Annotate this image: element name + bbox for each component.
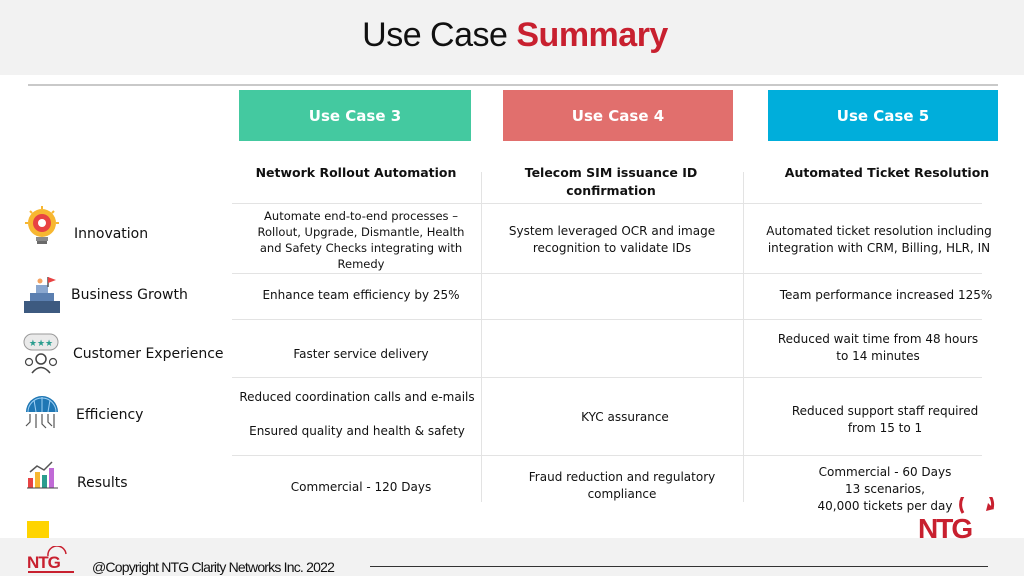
use-case-5-button[interactable]: Use Case 5 [768, 90, 998, 141]
cell-efficiency-uc3-line2: Ensured quality and health & safety [249, 423, 465, 438]
ntg-footer-logo-text: NTG [27, 553, 61, 572]
bar-chart-icon [26, 460, 66, 500]
title-prefix: Use Case [362, 16, 508, 54]
row-label-efficiency: Efficiency [76, 407, 144, 423]
cell-results-uc5-line1: Commercial - 60 Days [818, 464, 952, 479]
copyright-text: @Copyright NTG Clarity Networks Inc. 202… [92, 559, 335, 575]
cell-business-growth-uc3: Enhance team efficiency by 25% [262, 287, 460, 302]
use-case-5-name: Automated Ticket Resolution [784, 165, 990, 180]
lightbulb-gear-icon [22, 205, 62, 245]
row-label-business-growth: Business Growth [71, 287, 188, 303]
title-band [0, 0, 1024, 75]
cell-results-uc5-line3: 40,000 tickets per day [817, 498, 953, 513]
cell-innovation-uc5: Automated ticket resolution including in… [766, 224, 992, 255]
use-case-4-name: Telecom SIM issuance ID confirmation [524, 165, 698, 198]
grid-line [232, 273, 982, 274]
cell-results-uc5-line2: 13 scenarios, [845, 481, 925, 496]
customer-rating-icon: ★★★ [20, 332, 60, 374]
cell-efficiency-uc4: KYC assurance [581, 409, 669, 424]
cell-customer-experience-uc3: Faster service delivery [293, 346, 429, 361]
summit-flag-icon [22, 275, 62, 315]
grid-line [232, 319, 982, 320]
cell-results-uc4: Fraud reduction and regulatory complianc… [528, 470, 716, 501]
row-label-customer-experience: Customer Experience [73, 346, 224, 362]
row-label-results: Results [77, 475, 128, 491]
use-case-3-name: Network Rollout Automation [255, 165, 457, 180]
ntg-logo: NTG [918, 487, 1018, 544]
title-highlight: Summary [516, 16, 668, 54]
cell-business-growth-uc5: Team performance increased 125% [779, 287, 993, 302]
cell-efficiency-uc5: Reduced support staff required from 15 t… [791, 404, 979, 435]
cell-innovation-uc4: System leveraged OCR and image recogniti… [508, 224, 716, 255]
grid-line [743, 172, 744, 502]
ntg-footer-logo: NTG [26, 545, 80, 576]
yellow-marker [27, 521, 49, 543]
grid-line [481, 172, 482, 502]
row-label-innovation: Innovation [74, 226, 149, 242]
ntg-logo-text: NTG [918, 513, 972, 539]
use-case-3-button[interactable]: Use Case 3 [239, 90, 471, 141]
cell-results-uc3: Commercial - 120 Days [290, 479, 432, 494]
grid-line [232, 203, 982, 204]
footer-band [0, 538, 1024, 576]
page-title: Use Case Summary [0, 16, 1024, 55]
grid-line [232, 455, 982, 456]
cell-efficiency-uc3-line1: Reduced coordination calls and e-mails [239, 389, 475, 404]
use-case-4-button[interactable]: Use Case 4 [503, 90, 733, 141]
cell-customer-experience-uc5: Reduced wait time from 48 hours to 14 mi… [777, 332, 979, 363]
grid-line [232, 377, 982, 378]
footer-divider [370, 566, 988, 567]
cell-innovation-uc3: Automate end-to-end processes – Rollout,… [257, 209, 465, 271]
svg-text:★★★: ★★★ [29, 339, 53, 349]
title-divider [28, 84, 998, 86]
network-globe-icon [22, 392, 62, 432]
